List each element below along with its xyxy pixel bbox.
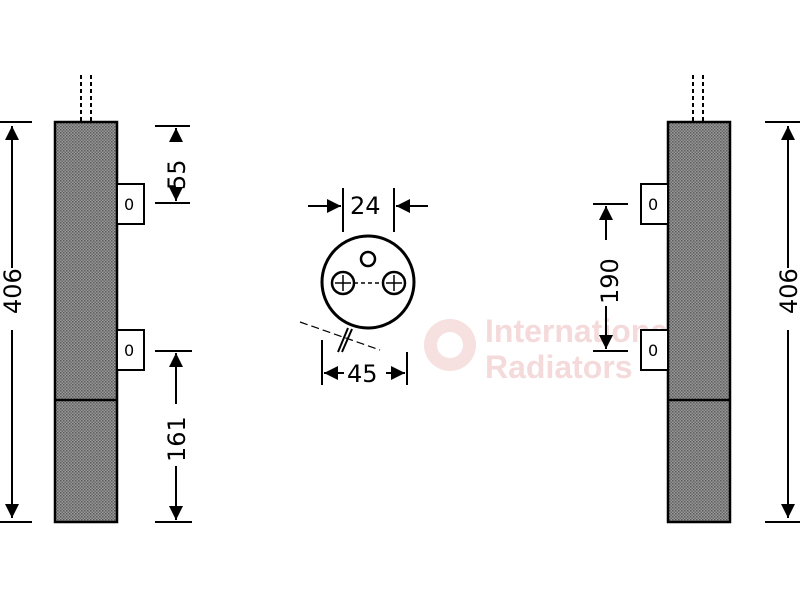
- center-right-port: [381, 270, 407, 296]
- center-top-port: [359, 250, 377, 268]
- watermark-logo-icon: [424, 319, 476, 371]
- left-clip-bottom: 0: [116, 329, 145, 371]
- right-clip-bottom: 0: [640, 329, 669, 371]
- left-bottom-offset-label: 161: [163, 416, 191, 462]
- right-connector-stub: [692, 75, 704, 122]
- watermark: International Radiators: [424, 313, 677, 385]
- right-clip-spacing-label: 190: [596, 258, 624, 304]
- right-height-label: 406: [775, 268, 800, 314]
- right-clip-bottom-label: 0: [648, 341, 658, 360]
- center-diameter-label: 45: [347, 360, 378, 388]
- right-clip-top-label: 0: [648, 195, 658, 214]
- right-dryer-body: [666, 120, 732, 524]
- center-port-spacing-label: 24: [350, 192, 381, 220]
- left-clip-top: 0: [116, 183, 145, 225]
- center-housing-circle: [320, 234, 416, 330]
- left-height-dimension: [0, 121, 32, 523]
- center-port-spacing-dimension: [308, 188, 428, 232]
- center-diameter-dimension: [321, 340, 408, 385]
- left-dryer-view: 0 0 406 55 161: [0, 75, 192, 524]
- left-bottom-offset-dimension: [155, 350, 192, 523]
- left-dryer-body: [53, 120, 119, 524]
- left-top-offset-dimension: [155, 125, 190, 204]
- center-outlet-pipe: [299, 321, 381, 353]
- right-clip-spacing-dimension: [593, 203, 628, 352]
- left-connector-stub: [80, 75, 92, 122]
- right-height-dimension: [765, 121, 800, 523]
- center-left-port: [330, 270, 356, 296]
- watermark-line2: Radiators: [485, 349, 633, 385]
- left-clip-bottom-label: 0: [124, 341, 134, 360]
- left-clip-top-label: 0: [124, 195, 134, 214]
- left-top-offset-label: 55: [163, 159, 191, 190]
- right-dryer-view: 0 0 190 406: [593, 75, 800, 524]
- right-clip-top: 0: [640, 183, 669, 225]
- center-top-view: 24 45: [299, 188, 428, 388]
- left-height-label: 406: [0, 268, 27, 314]
